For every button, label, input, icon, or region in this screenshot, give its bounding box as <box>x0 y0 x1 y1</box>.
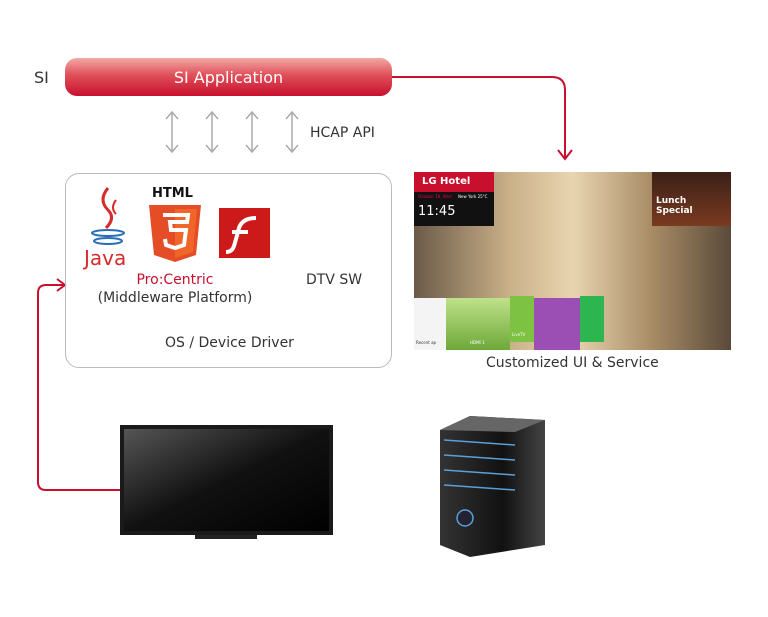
dtv-sw-label: DTV SW <box>306 272 363 288</box>
si-label: SI <box>34 68 49 87</box>
middleware-box <box>65 173 392 368</box>
html-label: HTML <box>152 186 193 201</box>
server-icon <box>440 416 545 557</box>
os-driver-label: OS / Device Driver <box>165 335 294 351</box>
tile-label: LiveTV <box>512 332 526 337</box>
clock-widget: October 18, Wed New York 25°C 11:45 <box>414 192 494 226</box>
tile-hdmi: HDMI 1 <box>446 298 510 350</box>
java-logo <box>91 187 125 245</box>
si-application-bar: SI Application <box>65 58 392 96</box>
tile-channel <box>580 296 604 342</box>
tv-icon <box>120 425 333 539</box>
html5-logo <box>149 205 201 262</box>
flash-logo <box>219 208 270 258</box>
tile-label: HDMI 1 <box>470 340 485 345</box>
customized-ui-screenshot: LG Hotel October 18, Wed New York 25°C 1… <box>414 172 731 350</box>
hcap-api-label: HCAP API <box>310 125 375 141</box>
tile-label: Recent ap <box>416 340 437 345</box>
si-to-screen-arrow <box>392 76 573 161</box>
hcap-arrows <box>165 110 299 154</box>
weather-text: New York 25°C <box>458 194 488 199</box>
brand-banner: LG Hotel <box>414 172 494 192</box>
platform-name: Pro:Centric <box>136 272 214 288</box>
java-label: Java <box>84 246 127 270</box>
screen-caption: Customized UI & Service <box>486 355 659 371</box>
tile-apps <box>534 298 580 350</box>
promo-tile: Lunch Special <box>652 172 731 226</box>
tile-livetv: LiveTV <box>510 296 534 342</box>
platform-desc: (Middleware Platform) <box>97 290 253 306</box>
time-text: 11:45 <box>418 204 456 219</box>
tile-recent: Recent ap <box>414 298 446 350</box>
date-text: October 18, Wed <box>418 194 452 199</box>
promo-text: Lunch Special <box>656 196 693 216</box>
